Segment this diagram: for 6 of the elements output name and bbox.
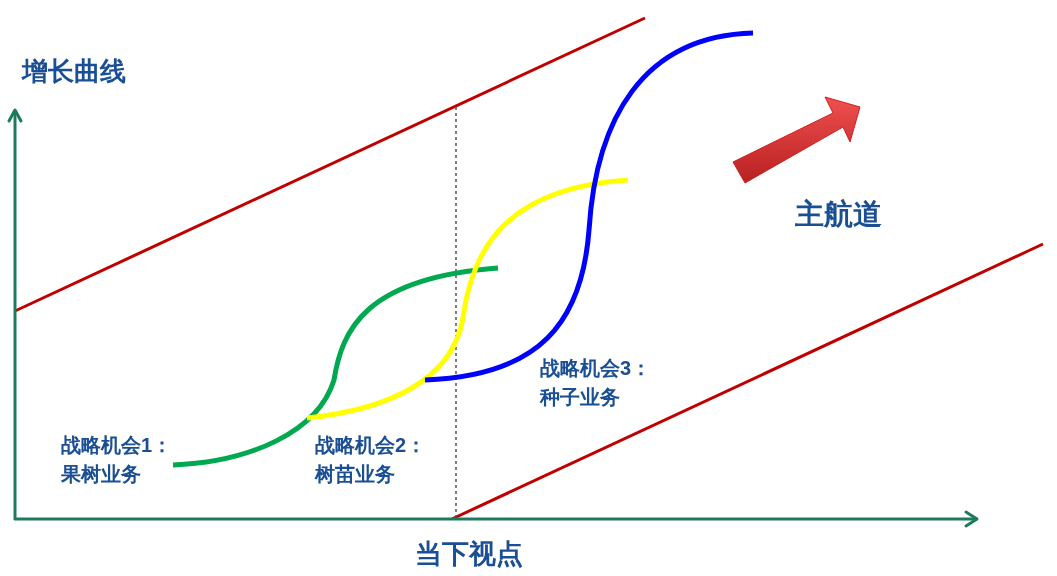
axis-label: 增长曲线 xyxy=(22,56,126,88)
annotation-label: 主航道 xyxy=(795,197,882,232)
curve-label: 战略机会1：果树业务 xyxy=(61,433,174,487)
curve-label: 战略机会2：树苗业务 xyxy=(315,433,428,487)
curve-label: 战略机会3：种子业务 xyxy=(540,356,653,410)
axis-label: 当下视点 xyxy=(415,538,523,571)
